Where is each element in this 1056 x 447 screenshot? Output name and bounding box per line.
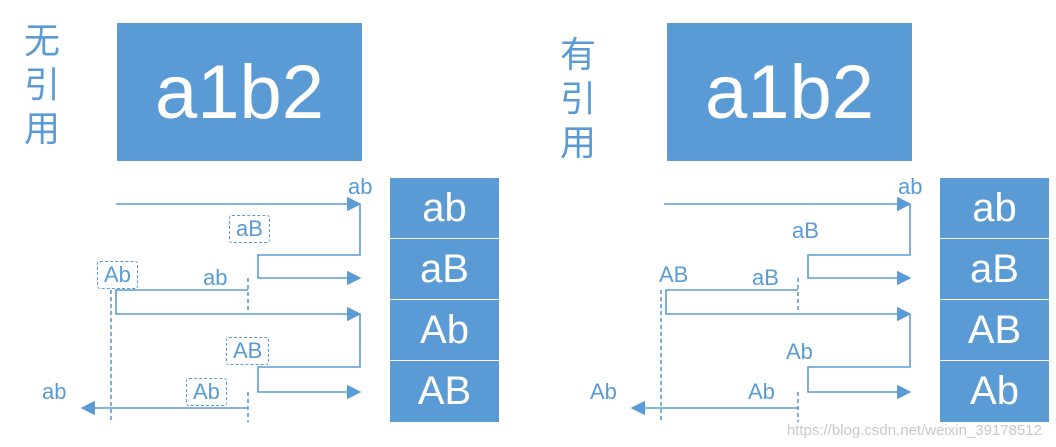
right-label-top-ab: ab [898,174,923,199]
right-input-box: a1b2 [667,23,912,161]
left-label-branch-AB: AB [226,337,270,365]
right-title-char: 用 [559,123,596,164]
left-path-AB [257,314,362,400]
left-title-char: 引 [23,65,60,106]
right-label-return-Ab: Ab [590,379,617,404]
right-label-mid-aB: aB [752,265,779,290]
left-label-mid-ab: ab [203,265,228,290]
right-label-branch-aB: aB [792,218,819,243]
left-result-cell: ab [390,178,499,239]
left-result-stack: ab aB Ab AB [390,178,499,422]
right-title-char: 有 [559,35,596,76]
right-flow-lines [630,196,912,422]
left-label-branch-aB: aB [229,215,270,243]
right-result-cell: ab [940,178,1049,239]
left-label-return-ab: ab [42,379,67,404]
right-label-branch-AB: AB [659,262,689,287]
left-result-cell: AB [390,361,499,422]
left-title-char: 用 [23,109,60,150]
left-path-Ab [115,289,362,322]
right-label-branch-Ab: Ab [786,339,813,364]
right-title-char: 引 [559,79,596,120]
left-label-top-ab: ab [348,174,373,199]
left-label-low-Ab: Ab [186,378,227,406]
left-title-char: 无 [23,21,60,62]
left-result-cell: Ab [390,300,499,361]
left-input-box: a1b2 [117,23,362,161]
left-result-cell: aB [390,239,499,300]
left-flow-lines [80,196,362,422]
right-result-cell: AB [940,300,1049,361]
left-title: 无 引 用 [20,20,64,152]
left-label-branch-Ab: Ab [97,261,138,289]
right-path-AB [665,289,912,322]
right-path-Ab [807,314,912,400]
right-result-stack: ab aB AB Ab [940,178,1049,422]
right-result-cell: Ab [940,361,1049,422]
right-label-low-Ab: Ab [748,379,775,404]
right-path-aB [807,204,912,286]
left-path-aB [257,204,362,286]
watermark: https://blog.csdn.net/weixin_39178512 [786,422,1042,439]
right-result-cell: aB [940,239,1049,300]
right-title: 有 引 用 [556,34,600,166]
